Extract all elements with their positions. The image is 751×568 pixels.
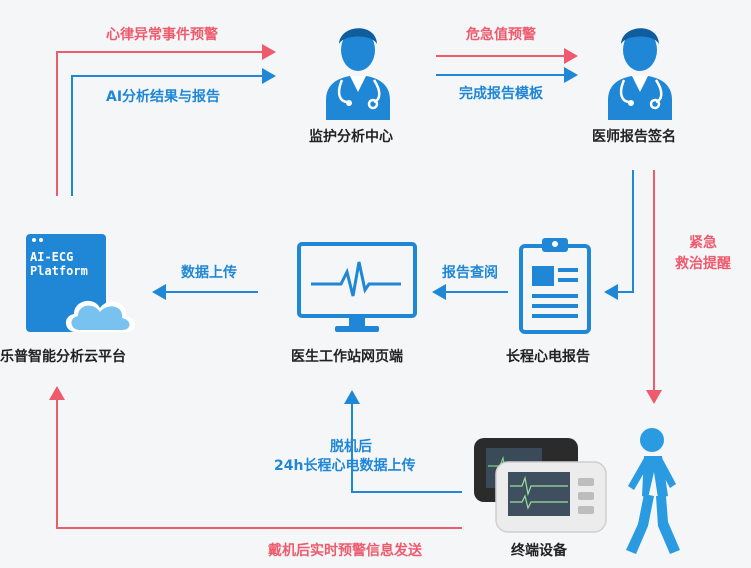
label-doctor-sign: 医师报告签名 [592,129,676,145]
label-emergency-line2: 救治提醒 [675,256,731,272]
label-offline-line2: 24h长程心电数据上传 [274,458,416,474]
ecg-terminal-device-icon [474,438,607,533]
label-terminal: 终端设备 [511,543,567,559]
label-critical-warning: 危急值预警 [466,27,536,43]
label-cloud-platform: 乐普智能分析云平台 [0,349,126,365]
arrow-doctor-to-report [604,170,634,300]
label-data-upload: 数据上传 [181,265,237,281]
monitor-screen-icon [297,242,417,332]
window-cloud-graphic [26,234,135,332]
label-report-query: 报告查阅 [442,265,498,281]
label-abnormal-warning: 心律异常事件预警 [106,27,218,43]
label-monitor-center: 监护分析中心 [309,129,393,145]
label-offline-line1: 脱机后 [330,439,372,455]
label-ai-result: AI分析结果与报告 [106,89,221,105]
label-realtime-send: 戴机后实时预警信息发送 [268,543,422,559]
doctor-icon-monitor-center [326,28,390,120]
arrow-realtime-send [49,386,462,529]
arrow-abnormal-warning [56,44,276,196]
clipboard-report-icon [519,238,591,334]
label-report: 长程心电报告 [506,349,590,365]
label-emergency-line1: 紧急 [689,235,717,251]
cloud-platform-icon: AI-ECG Platform [24,232,142,336]
arrow-offline-upload [344,390,462,493]
platform-title-line1: AI-ECG [30,250,74,264]
walking-person-icon [626,428,680,554]
doctor-icon-report-sign [608,28,672,120]
label-report-template: 完成报告模板 [459,86,543,102]
arrow-ai-result [71,68,276,196]
label-workstation: 医生工作站网页端 [291,349,403,365]
platform-title-line2: Platform [30,264,88,278]
